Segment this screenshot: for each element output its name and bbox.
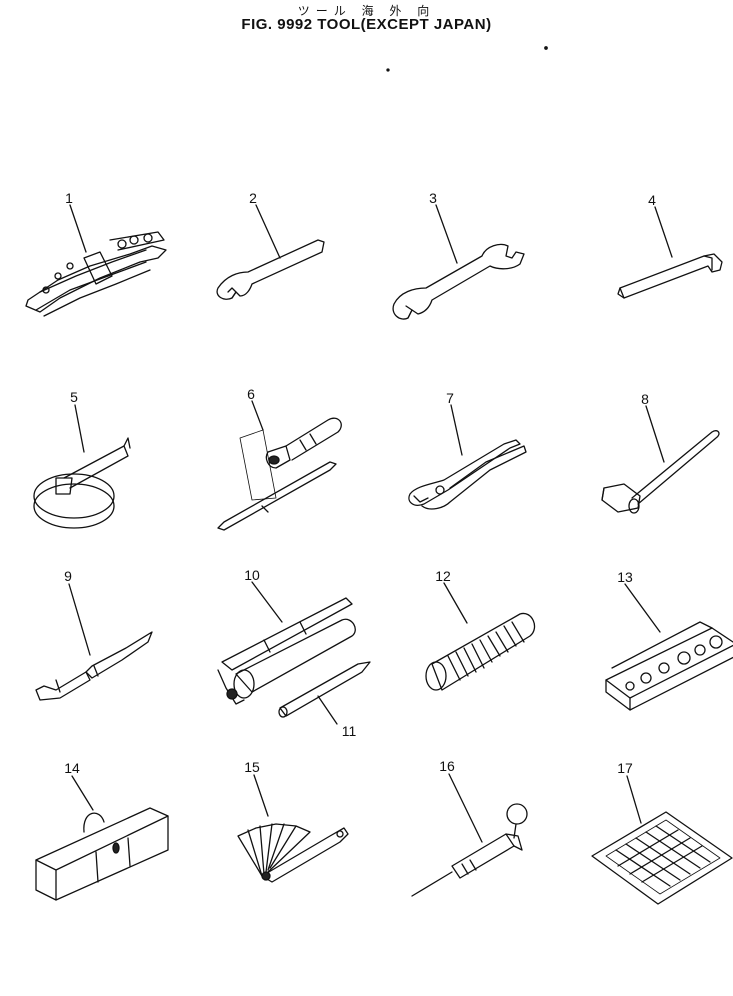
- grid-sheet-icon: [591, 811, 733, 905]
- callout-15: 15: [244, 759, 260, 775]
- filter-wrench-icon: [33, 437, 131, 529]
- double-open-wrench-icon: [392, 243, 525, 320]
- hex-key-icon: [617, 253, 723, 299]
- socket-set-case-icon: [605, 621, 733, 711]
- callout-6: 6: [247, 386, 255, 402]
- grease-gun-icon: [217, 597, 356, 705]
- screwdriver-icon: [217, 417, 342, 531]
- callout-3: 3: [429, 190, 437, 206]
- callout-11: 11: [341, 723, 357, 739]
- callout-5: 5: [70, 389, 78, 405]
- callout-14: 14: [64, 760, 80, 776]
- leader-lines: [68, 204, 673, 843]
- callout-13: 13: [617, 569, 633, 585]
- figure-title: FIG. 9992 TOOL(EXCEPT JAPAN): [241, 16, 492, 33]
- nozzle-pipe-icon: [278, 661, 371, 718]
- callout-7: 7: [446, 390, 454, 406]
- callout-9: 9: [64, 568, 72, 584]
- wrench-set-icon: [25, 231, 167, 317]
- callout-1: 1: [65, 190, 73, 206]
- japanese-title: ツール 海 外 向: [297, 4, 436, 18]
- callout-8: 8: [641, 391, 649, 407]
- feeler-gauge-icon: [237, 823, 349, 883]
- callout-4: 4: [648, 192, 656, 208]
- single-open-wrench-icon: [216, 239, 325, 300]
- pry-bar-icon: [35, 631, 153, 701]
- callout-2: 2: [249, 190, 257, 206]
- tool-bag-icon: [35, 807, 169, 901]
- callout-17: 17: [617, 760, 633, 776]
- hose-icon: [425, 612, 536, 691]
- callout-12: 12: [435, 568, 451, 584]
- hammer-icon: [601, 430, 720, 514]
- callout-16: 16: [439, 758, 455, 774]
- pliers-icon: [408, 439, 527, 510]
- callout-10: 10: [244, 567, 260, 583]
- hand-pump-icon: [411, 803, 528, 897]
- stray-marks: [386, 46, 548, 72]
